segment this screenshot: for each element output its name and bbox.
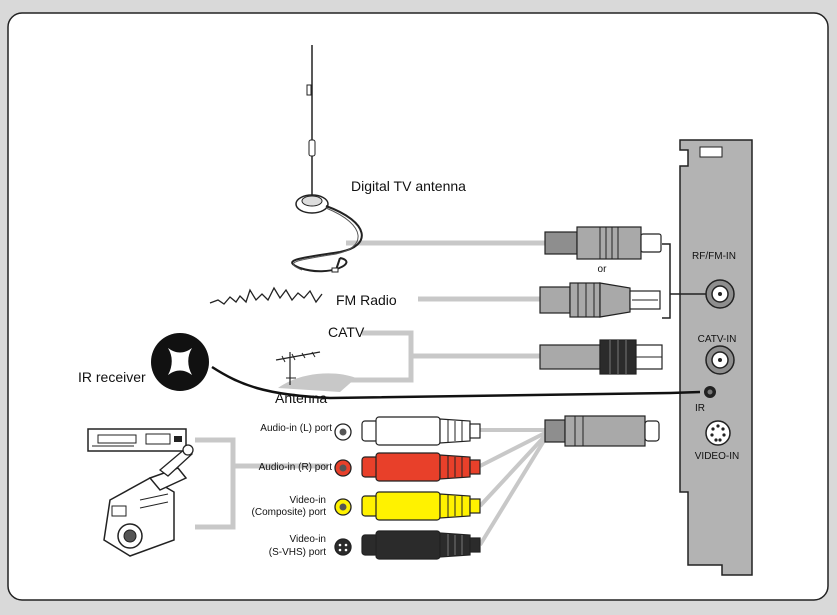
ir-receiver-label: IR receiver bbox=[78, 369, 146, 385]
fm-radio-connector bbox=[539, 282, 661, 318]
rf-bracket bbox=[662, 243, 706, 319]
audio-l-plug-white bbox=[361, 416, 481, 446]
or-label: or bbox=[598, 264, 608, 275]
ir-label: IR bbox=[695, 403, 705, 414]
video-svhs-plug-black bbox=[361, 530, 481, 560]
video-in-label: VIDEO-IN bbox=[695, 451, 739, 462]
rf-fm-in-port[interactable] bbox=[705, 279, 735, 309]
av-breakout-connector bbox=[544, 415, 660, 447]
ir-receiver-cable bbox=[211, 365, 701, 400]
fm-radio-label: FM Radio bbox=[336, 292, 397, 308]
catv-connector bbox=[539, 339, 663, 375]
video-in-svhs-label-2: (S-VHS) port bbox=[269, 547, 326, 558]
catv-in-label: CATV-IN bbox=[698, 334, 737, 345]
fm-radio-wave-icon bbox=[209, 286, 323, 305]
antenna-label: Antenna bbox=[275, 390, 327, 406]
audio-r-plug-red bbox=[361, 452, 481, 482]
digital-tv-connector bbox=[544, 226, 662, 260]
video-in-composite-label-2: (Composite) port bbox=[252, 507, 327, 518]
video-in-composite-jack[interactable] bbox=[334, 498, 352, 516]
audio-in-l-label: Audio-in (L) port bbox=[260, 423, 332, 434]
video-in-svhs-jack[interactable] bbox=[334, 538, 352, 556]
audio-in-l-jack[interactable] bbox=[334, 423, 352, 441]
video-composite-plug-yellow bbox=[361, 491, 481, 521]
ir-receiver-icon bbox=[151, 333, 209, 391]
audio-in-r-label: Audio-in (R) port bbox=[259, 462, 333, 473]
digital-tv-antenna bbox=[291, 45, 363, 273]
rf-fm-in-label: RF/FM-IN bbox=[692, 251, 736, 262]
camcorder-icon bbox=[103, 444, 194, 557]
video-in-port[interactable] bbox=[705, 420, 731, 446]
catv-label: CATV bbox=[328, 324, 365, 340]
audio-in-r-jack[interactable] bbox=[334, 459, 352, 477]
video-in-composite-label-1: Video-in bbox=[289, 495, 326, 506]
tv-tuner-card: RF/FM-IN CATV-IN IR VIDEO-IN bbox=[679, 139, 753, 576]
cables bbox=[195, 240, 547, 547]
rooftop-antenna bbox=[275, 351, 356, 392]
ir-port[interactable] bbox=[704, 386, 716, 398]
digital-tv-antenna-label: Digital TV antenna bbox=[351, 178, 466, 194]
diagram-panel bbox=[7, 12, 829, 601]
video-in-svhs-label-1: Video-in bbox=[289, 534, 326, 545]
vcr-player-icon bbox=[87, 428, 187, 452]
catv-in-port[interactable] bbox=[705, 345, 735, 375]
